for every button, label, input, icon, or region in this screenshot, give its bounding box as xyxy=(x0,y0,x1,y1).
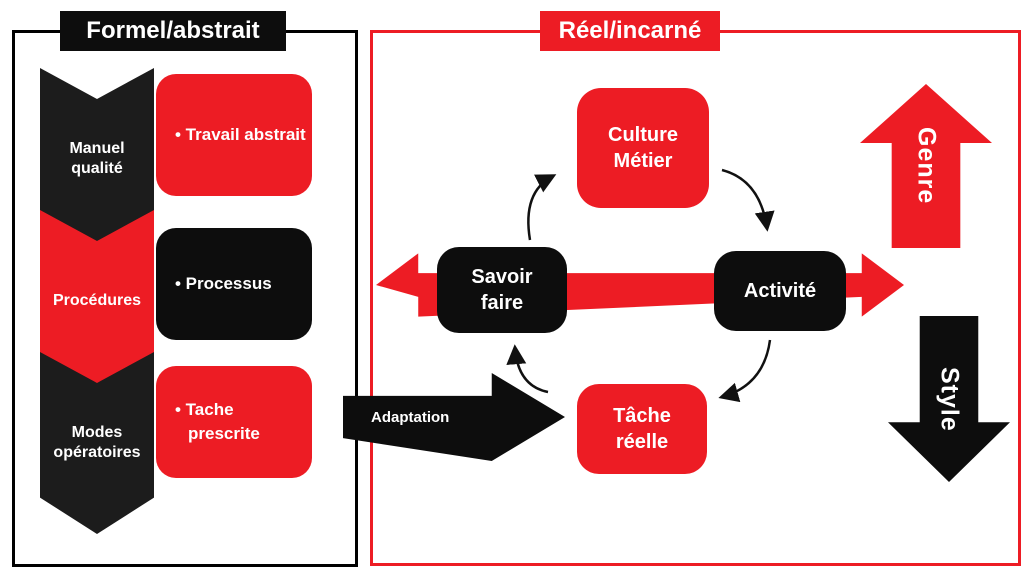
node-tache-reelle: Tâche réelle xyxy=(577,384,707,474)
real-embodied-title: Réel/incarné xyxy=(540,11,720,51)
genre-label: Genre xyxy=(912,127,941,205)
node-culture-metier: Culture Métier xyxy=(577,88,709,208)
box-processus: • Processus xyxy=(156,228,312,340)
node-savoir-faire: Savoir faire xyxy=(437,247,567,333)
box-text: • Tache prescrite xyxy=(175,400,260,443)
chevron-label: Manuel qualité xyxy=(69,140,125,177)
box-text: • Travail abstrait xyxy=(175,125,306,145)
box-tache-prescrite: • Tache prescrite xyxy=(156,366,312,478)
node-label: Activité xyxy=(743,280,817,302)
box-text: • Processus xyxy=(175,274,272,294)
node-label: Tâche réelle xyxy=(613,405,671,453)
chevron-label: Procédures xyxy=(52,292,142,309)
chevron-label: Modes opératoires xyxy=(53,424,141,461)
node-activite: Activité xyxy=(714,251,846,331)
box-travail-abstrait: • Travail abstrait xyxy=(156,74,312,196)
node-label: Savoir faire xyxy=(471,266,533,314)
adaptation-label: Adaptation xyxy=(371,408,450,426)
formal-abstract-title: Formel/abstrait xyxy=(60,11,286,51)
style-label: Style xyxy=(935,366,964,432)
node-label: Culture Métier xyxy=(608,124,678,172)
